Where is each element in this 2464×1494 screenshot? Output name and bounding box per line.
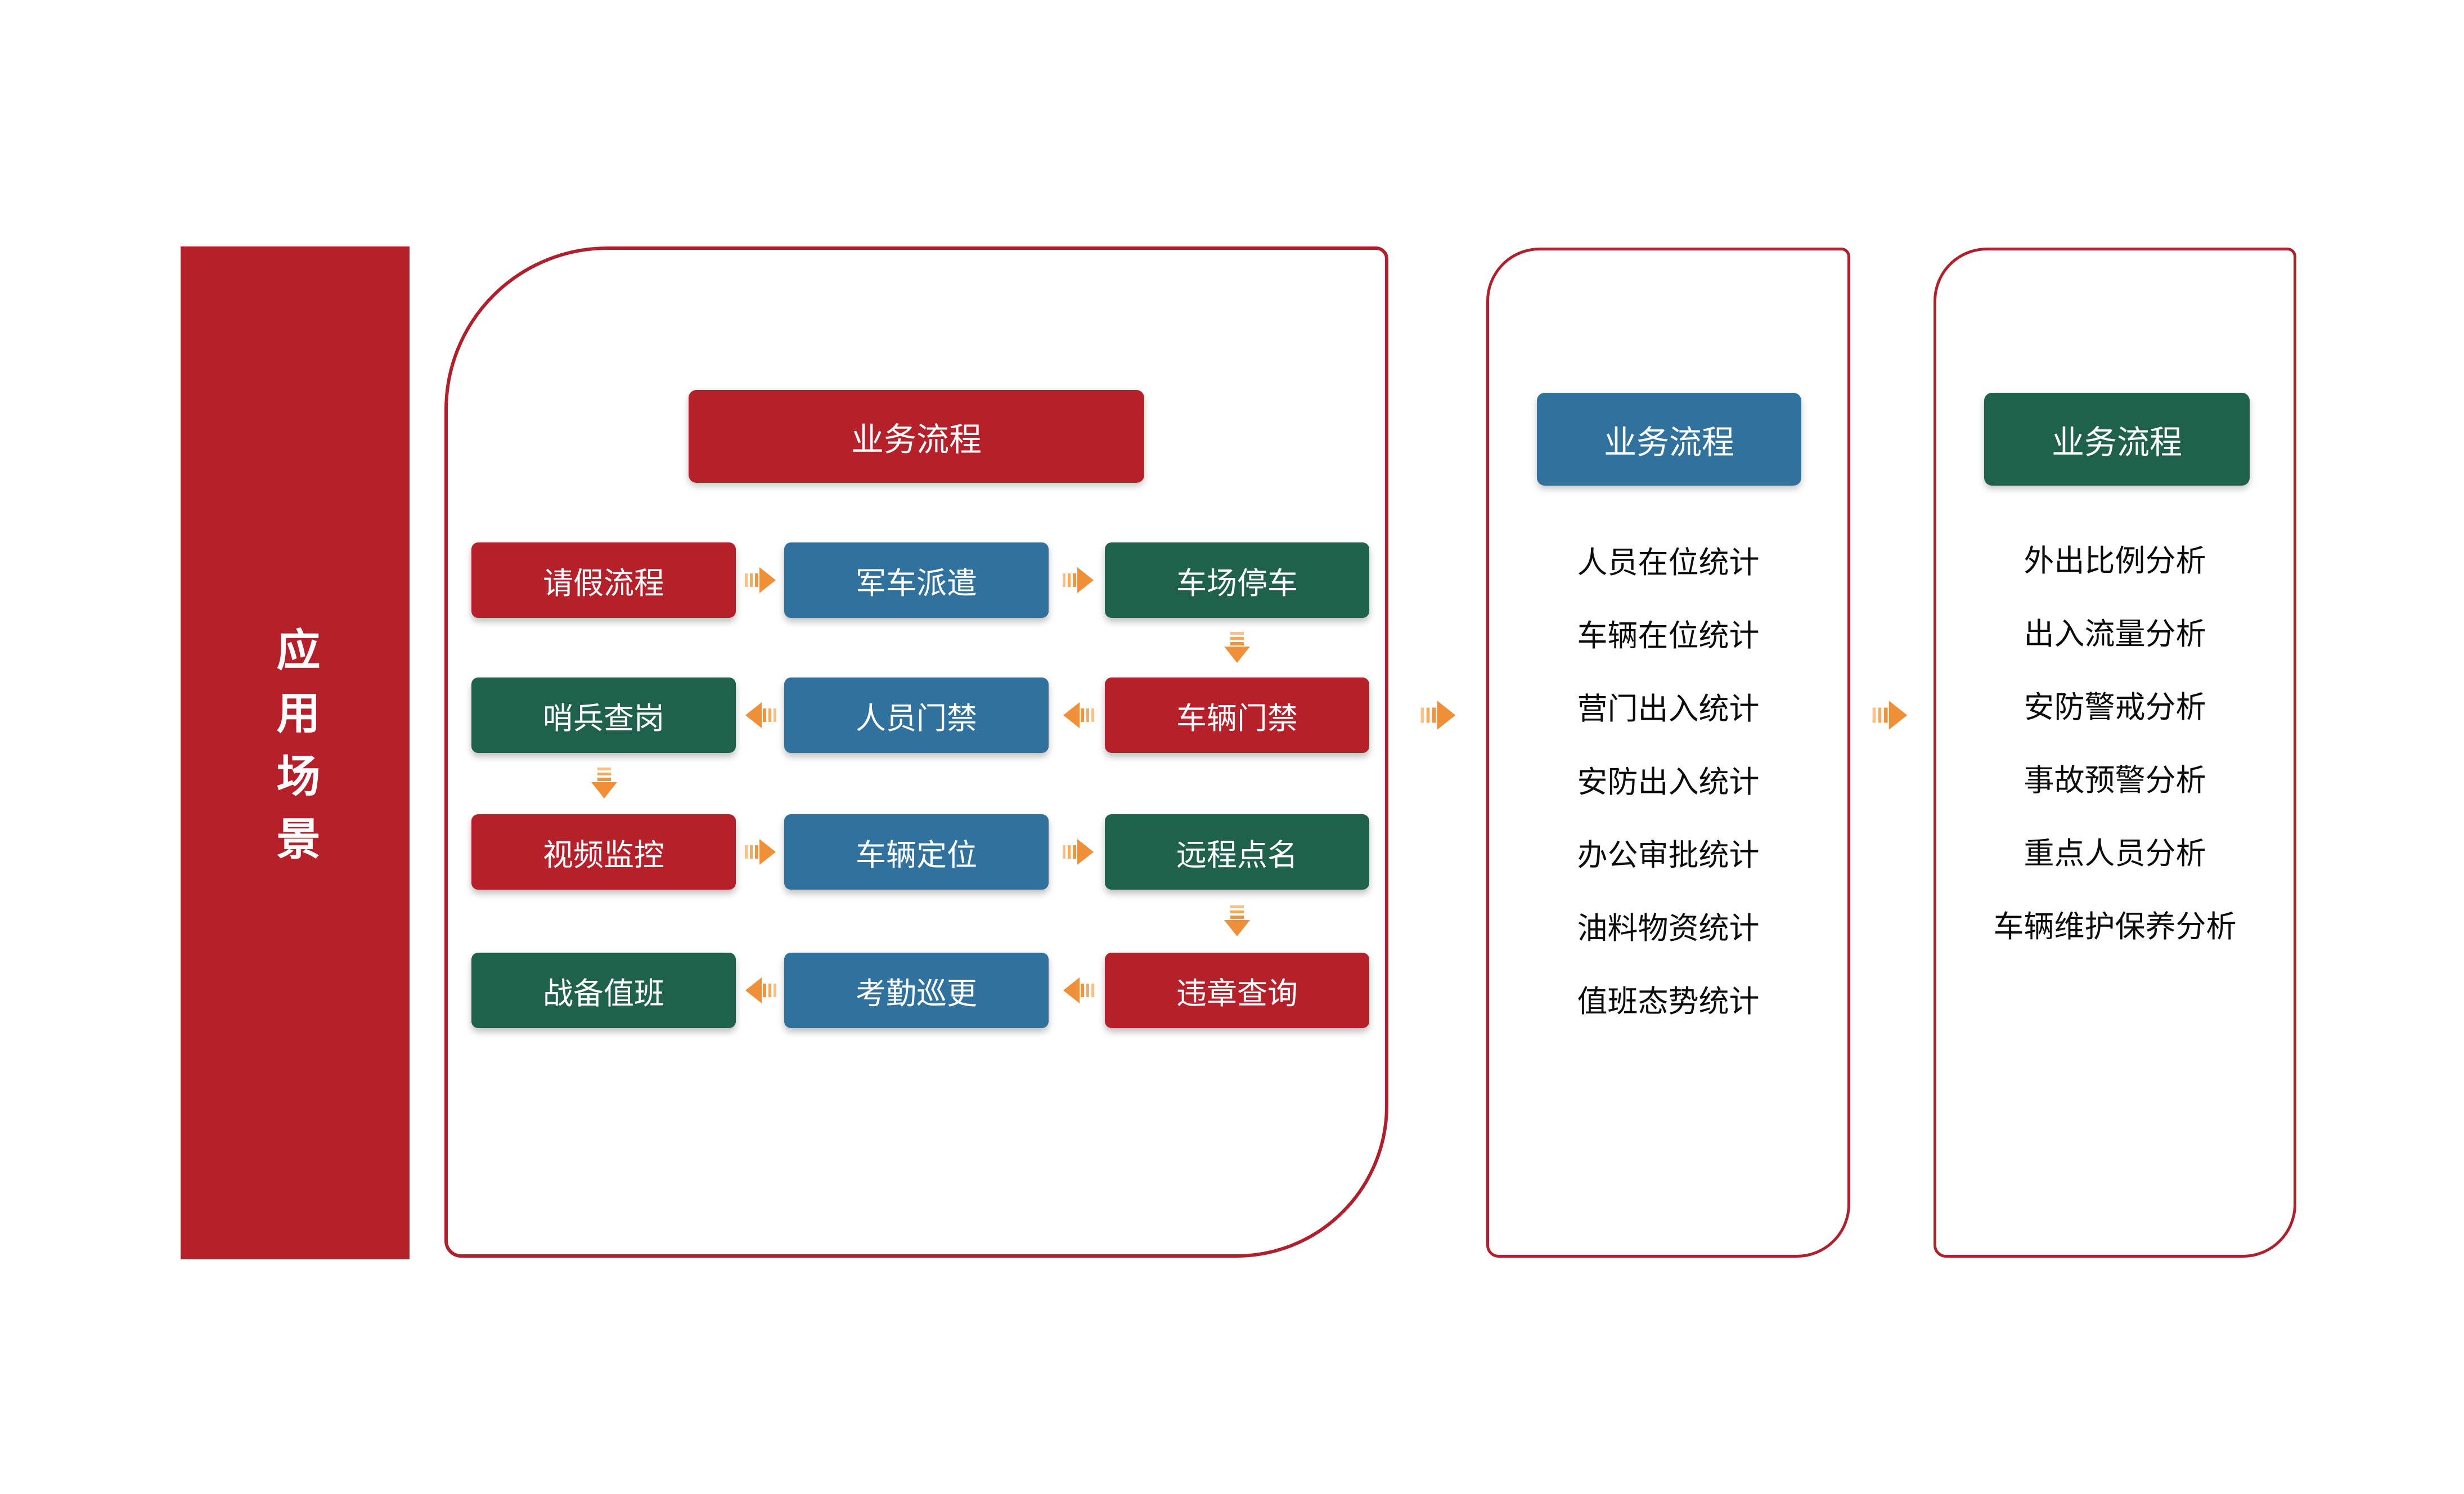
flow-box-lot-parking: 车场停车 <box>1105 542 1369 618</box>
stat-item-office-approval: 办公审批统计 <box>1577 838 1760 872</box>
flow-box-combat-duty: 战备值班 <box>471 953 736 1028</box>
analysis-item-vehicle-maintenance: 车辆维护保养分析 <box>1993 910 2237 944</box>
flow-box-label: 远程点名 <box>1176 838 1298 872</box>
analysis-header-label: 业务流程 <box>2051 424 2182 461</box>
flow-box-label: 视频监控 <box>543 838 664 872</box>
application-scenario-bar: 应用场景 <box>181 246 410 1259</box>
flow-box-military-dispatch: 军车派遣 <box>784 542 1049 618</box>
flow-arrow-left-icon <box>744 976 777 1004</box>
flow-box-violation-query: 违章查询 <box>1105 953 1369 1028</box>
flow-box-label: 车辆定位 <box>856 838 977 872</box>
flow-box-label: 军车派遣 <box>856 566 977 600</box>
application-scenario-label: 应用场景 <box>270 627 320 879</box>
analysis-item-key-personnel: 重点人员分析 <box>2024 837 2206 871</box>
stat-item-gate-inout: 营门出入统计 <box>1577 692 1760 726</box>
panel-link-arrow-icon <box>1872 699 1909 731</box>
flow-arrow-right-icon <box>1062 566 1095 594</box>
flow-box-label: 车辆门禁 <box>1176 701 1298 735</box>
flow-box-video-monitoring: 视频监控 <box>471 814 736 890</box>
flow-arrow-right-icon <box>744 566 777 594</box>
stat-item-security-inout: 安防出入统计 <box>1577 765 1760 799</box>
stat-item-vehicle-presence: 车辆在位统计 <box>1577 619 1760 653</box>
flow-box-label: 考勤巡更 <box>856 976 977 1011</box>
flow-arrow-down-icon <box>1223 631 1251 664</box>
flow-box-leave-process: 请假流程 <box>471 542 736 618</box>
flow-arrow-right-icon <box>1062 838 1095 866</box>
flow-arrow-left-icon <box>1062 701 1095 729</box>
flow-box-label: 人员门禁 <box>856 701 977 735</box>
analysis-item-inout-flow: 出入流量分析 <box>2024 617 2206 651</box>
flow-box-attendance-patrol: 考勤巡更 <box>784 953 1049 1028</box>
flow-box-label: 请假流程 <box>543 566 664 600</box>
statistics-panel: 业务流程 人员在位统计 车辆在位统计 营门出入统计 安防出入统计 办公审批统计 … <box>1486 248 1850 1258</box>
flow-box-vehicle-location: 车辆定位 <box>784 814 1049 890</box>
panel-link-arrow-icon <box>1420 699 1457 731</box>
analysis-panel: 业务流程 外出比例分析 出入流量分析 安防警戒分析 事故预警分析 重点人员分析 … <box>1934 248 2296 1258</box>
flow-arrow-down-icon <box>1223 905 1251 937</box>
statistics-header-label: 业务流程 <box>1603 424 1734 461</box>
analysis-item-accident-warning: 事故预警分析 <box>2024 764 2206 797</box>
flow-box-remote-rollcall: 远程点名 <box>1105 814 1369 890</box>
statistics-panel-header: 业务流程 <box>1537 393 1801 486</box>
flow-box-personnel-access: 人员门禁 <box>784 678 1049 753</box>
business-process-header: 业务流程 <box>689 390 1144 483</box>
flow-box-label: 车场停车 <box>1176 566 1298 600</box>
analysis-item-outing-ratio: 外出比例分析 <box>2024 544 2206 578</box>
stat-item-personnel-presence: 人员在位统计 <box>1577 546 1760 580</box>
stat-item-fuel-materials: 油料物资统计 <box>1577 912 1760 945</box>
business-process-header-label: 业务流程 <box>851 421 982 458</box>
flow-box-label: 违章查询 <box>1176 976 1298 1011</box>
flow-arrow-left-icon <box>1062 976 1095 1004</box>
flow-box-vehicle-access: 车辆门禁 <box>1105 678 1369 753</box>
flow-arrow-left-icon <box>744 701 777 729</box>
analysis-panel-header: 业务流程 <box>1984 393 2250 486</box>
flow-box-label: 哨兵查岗 <box>543 701 664 735</box>
analysis-item-security-alert: 安防警戒分析 <box>2024 690 2206 724</box>
flow-box-label: 战备值班 <box>543 976 664 1011</box>
flow-arrow-down-icon <box>590 767 618 800</box>
flow-box-sentry-check: 哨兵查岗 <box>471 678 736 753</box>
stat-item-duty-situation: 值班态势统计 <box>1577 985 1760 1019</box>
flow-arrow-right-icon <box>744 838 777 866</box>
